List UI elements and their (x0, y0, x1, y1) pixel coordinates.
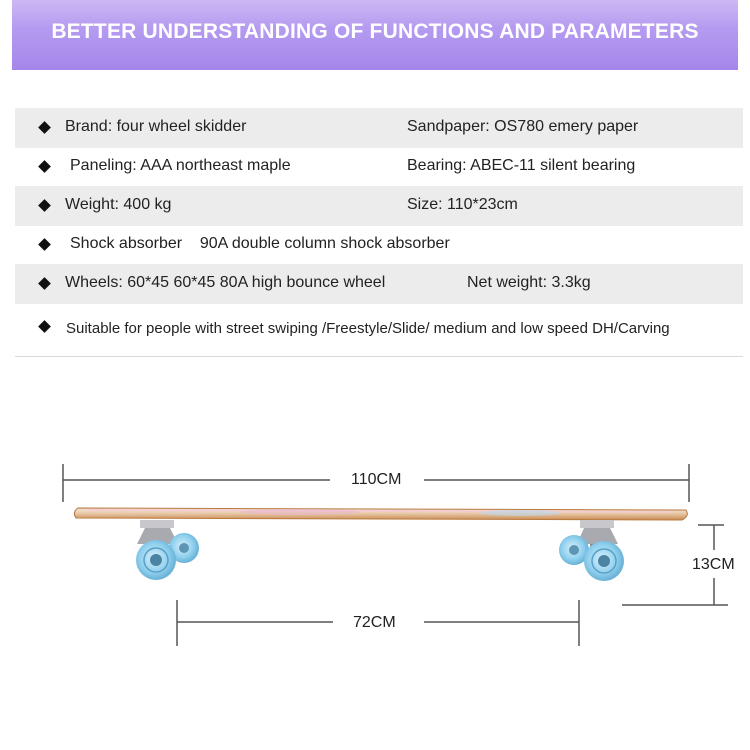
spec-row-5: Wheels: 60*45 60*45 80A high bounce whee… (15, 264, 743, 304)
length-dimension (62, 464, 690, 502)
diamond-bullet-icon (38, 199, 51, 212)
skateboard-diagram: 110CM 13CM 72CM (0, 440, 750, 670)
diamond-bullet-icon (38, 160, 51, 173)
skateboard-illustration (62, 464, 728, 646)
wheelbase-dimension (176, 600, 580, 646)
spec-size: Size: 110*23cm (407, 196, 518, 213)
spec-row-6: Suitable for people with street swiping … (15, 306, 743, 346)
wheelbase-label: 72CM (349, 614, 400, 632)
page-title: BETTER UNDERSTANDING OF FUNCTIONS AND PA… (51, 20, 699, 43)
spec-bearing: Bearing: ABEC-11 silent bearing (407, 157, 636, 174)
diamond-bullet-icon (38, 121, 51, 134)
spec-row-3: Weight: 400 kg Size: 110*23cm (15, 186, 743, 226)
spec-row-4: Shock absorber 90A double column shock a… (15, 225, 743, 265)
spec-weight: Weight: 400 kg (65, 196, 172, 213)
diamond-bullet-icon (38, 277, 51, 290)
spec-net-weight: Net weight: 3.3kg (467, 274, 591, 291)
spec-row-2: Paneling: AAA northeast maple Bearing: A… (15, 147, 743, 187)
spec-brand: Brand: four wheel skidder (65, 118, 247, 135)
skateboard-deck (73, 507, 688, 521)
divider (15, 356, 743, 357)
spec-row-1: Brand: four wheel skidder Sandpaper: OS7… (15, 108, 743, 148)
wheel-icon (136, 540, 176, 580)
header-banner: BETTER UNDERSTANDING OF FUNCTIONS AND PA… (12, 0, 738, 70)
wheel-icon (559, 535, 589, 565)
diamond-bullet-icon (38, 320, 51, 333)
height-dimension (622, 524, 728, 606)
spec-suitable: Suitable for people with street swiping … (66, 320, 670, 337)
spec-shock-absorber: Shock absorber 90A double column shock a… (70, 235, 450, 252)
length-label: 110CM (347, 471, 406, 489)
diamond-bullet-icon (38, 238, 51, 251)
spec-paneling: Paneling: AAA northeast maple (70, 157, 291, 174)
spec-sandpaper: Sandpaper: OS780 emery paper (407, 118, 639, 135)
height-label: 13CM (688, 556, 739, 574)
wheel-icon (584, 541, 624, 581)
spec-wheels: Wheels: 60*45 60*45 80A high bounce whee… (65, 274, 386, 291)
wheel-icon (169, 533, 199, 563)
